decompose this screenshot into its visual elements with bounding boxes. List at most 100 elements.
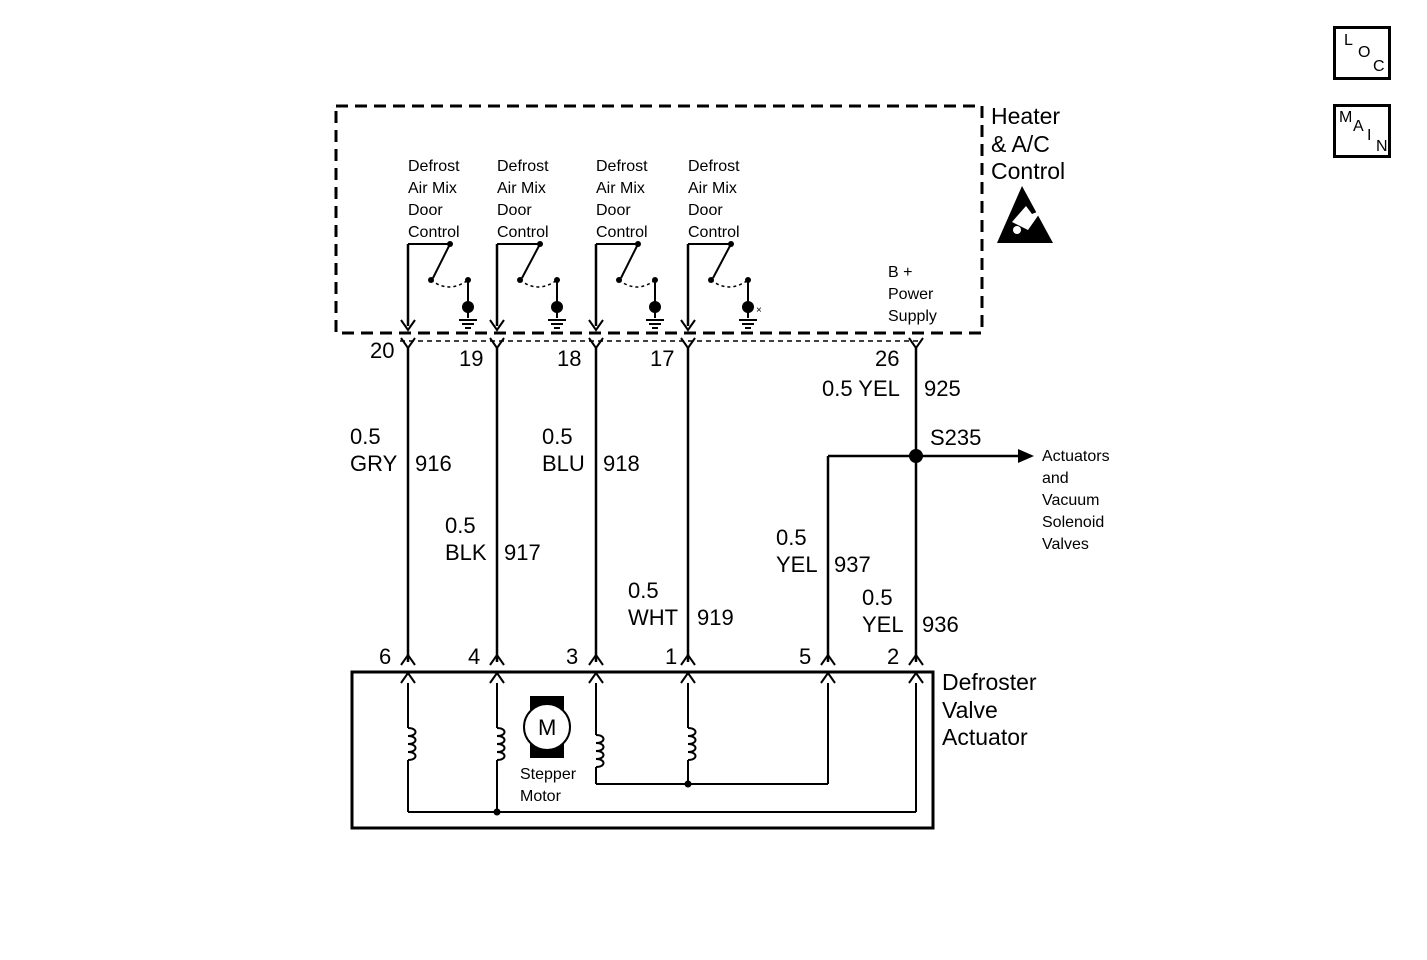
coil-2-icon bbox=[496, 727, 506, 761]
actuator-title-3: Actuator bbox=[942, 724, 1028, 750]
svg-text:Control: Control bbox=[596, 224, 648, 241]
actuator-pin-3: 3 bbox=[566, 644, 578, 669]
svg-text:YEL: YEL bbox=[862, 612, 904, 637]
loc-button[interactable]: L O C bbox=[1333, 26, 1391, 80]
loc-letter-c: C bbox=[1373, 58, 1385, 75]
splice-destination: Actuators and Vacuum Solenoid Valves bbox=[1042, 448, 1110, 553]
svg-text:Control: Control bbox=[408, 224, 460, 241]
svg-text:BLU: BLU bbox=[542, 451, 585, 476]
power-wire-circuit: 925 bbox=[924, 376, 961, 401]
svg-text:Valves: Valves bbox=[1042, 536, 1089, 553]
svg-text:0.5: 0.5 bbox=[542, 424, 573, 449]
svg-text:918: 918 bbox=[603, 451, 640, 476]
svg-text:Defrost: Defrost bbox=[497, 158, 549, 175]
wire-label-918: 0.5 BLU 918 bbox=[542, 424, 640, 476]
svg-text:Defrost: Defrost bbox=[596, 158, 648, 175]
svg-text:YEL: YEL bbox=[776, 552, 818, 577]
svg-text:0.5: 0.5 bbox=[862, 585, 893, 610]
motor-label-2: Motor bbox=[520, 788, 562, 805]
control-pin-20: 20 bbox=[370, 338, 394, 363]
power-label-2: Power bbox=[888, 286, 934, 303]
actuator-title-2: Valve bbox=[942, 697, 998, 723]
heater-control-title-3: Control bbox=[991, 158, 1065, 184]
svg-text:×: × bbox=[756, 305, 762, 316]
heater-control-title-2: & A/C bbox=[991, 131, 1050, 157]
loc-letter-l: L bbox=[1344, 32, 1353, 49]
svg-text:Vacuum: Vacuum bbox=[1042, 492, 1100, 509]
actuator-title-1: Defroster bbox=[942, 669, 1037, 695]
actuator-internal-wiring bbox=[407, 683, 917, 813]
svg-text:GRY: GRY bbox=[350, 451, 398, 476]
actuator-pin-6: 6 bbox=[379, 644, 391, 669]
wire-lines bbox=[406, 348, 1022, 662]
switch-label-group-1: Defrost Air Mix Door Control bbox=[408, 158, 460, 241]
splice-arrow-icon bbox=[1018, 449, 1034, 463]
svg-text:919: 919 bbox=[697, 605, 734, 630]
esd-warning-icon bbox=[997, 186, 1053, 243]
svg-text:Defrost: Defrost bbox=[408, 158, 460, 175]
control-pin-26: 26 bbox=[875, 346, 899, 371]
wire-label-919: 0.5 WHT 919 bbox=[628, 578, 734, 630]
switch-label-group-4: Defrost Air Mix Door Control bbox=[688, 158, 740, 241]
actuator-box bbox=[350, 670, 935, 830]
junction-dot-1 bbox=[493, 808, 501, 816]
control-pin-19: 19 bbox=[459, 346, 483, 371]
main-button[interactable]: M A I N bbox=[1333, 104, 1391, 158]
svg-text:Air Mix: Air Mix bbox=[497, 180, 546, 197]
coil-3-icon bbox=[595, 734, 605, 768]
main-letter-n: N bbox=[1376, 138, 1388, 155]
svg-text:936: 936 bbox=[922, 612, 959, 637]
wire-label-916: 0.5 GRY 916 bbox=[350, 424, 452, 476]
power-label-1: B + bbox=[888, 264, 912, 281]
switch-2 bbox=[495, 241, 567, 329]
svg-text:916: 916 bbox=[415, 451, 452, 476]
switch-4: × bbox=[686, 241, 762, 329]
svg-text:Actuators: Actuators bbox=[1042, 448, 1110, 465]
main-letter-a: A bbox=[1353, 118, 1364, 135]
main-letter-m: M bbox=[1339, 109, 1353, 126]
svg-text:Door: Door bbox=[688, 202, 723, 219]
wire-label-937: 0.5 YEL 937 bbox=[776, 525, 871, 577]
heater-control-box bbox=[334, 104, 984, 335]
motor-label-1: Stepper bbox=[520, 766, 577, 783]
actuator-pin-5: 5 bbox=[799, 644, 811, 669]
svg-text:0.5: 0.5 bbox=[628, 578, 659, 603]
svg-text:Door: Door bbox=[596, 202, 631, 219]
svg-text:Defrost: Defrost bbox=[688, 158, 740, 175]
heater-control-title-1: Heater bbox=[991, 103, 1060, 129]
svg-text:0.5: 0.5 bbox=[445, 513, 476, 538]
actuator-pin-4: 4 bbox=[468, 644, 480, 669]
switch-label-group-2: Defrost Air Mix Door Control bbox=[497, 158, 549, 241]
svg-text:0.5: 0.5 bbox=[350, 424, 381, 449]
splice-dot bbox=[909, 449, 923, 463]
splice-id: S235 bbox=[930, 425, 981, 450]
svg-text:937: 937 bbox=[834, 552, 871, 577]
svg-text:Air Mix: Air Mix bbox=[596, 180, 645, 197]
junction-dot-2 bbox=[684, 780, 692, 788]
coil-4-icon bbox=[687, 727, 697, 761]
svg-text:Control: Control bbox=[688, 224, 740, 241]
coil-1-icon bbox=[407, 727, 417, 761]
wire-label-917: 0.5 BLK 917 bbox=[445, 513, 541, 565]
svg-text:Solenoid: Solenoid bbox=[1042, 514, 1104, 531]
switch-1 bbox=[406, 241, 478, 329]
svg-text:and: and bbox=[1042, 470, 1069, 487]
power-label-3: Supply bbox=[888, 308, 937, 325]
actuator-pin-2: 2 bbox=[887, 644, 899, 669]
motor-symbol: M bbox=[538, 715, 556, 740]
wire-label-936: 0.5 YEL 936 bbox=[862, 585, 959, 637]
svg-text:BLK: BLK bbox=[445, 540, 487, 565]
switch-label-group-3: Defrost Air Mix Door Control bbox=[596, 158, 648, 241]
svg-text:WHT: WHT bbox=[628, 605, 678, 630]
power-wire-label: 0.5 YEL bbox=[822, 376, 900, 401]
stepper-motor-icon bbox=[523, 696, 571, 758]
svg-text:Air Mix: Air Mix bbox=[408, 180, 457, 197]
svg-text:Door: Door bbox=[497, 202, 532, 219]
actuator-pin-1: 1 bbox=[665, 644, 677, 669]
svg-text:Control: Control bbox=[497, 224, 549, 241]
svg-text:917: 917 bbox=[504, 540, 541, 565]
loc-letter-o: O bbox=[1358, 44, 1371, 61]
svg-text:Air Mix: Air Mix bbox=[688, 180, 737, 197]
switch-3 bbox=[594, 241, 665, 329]
